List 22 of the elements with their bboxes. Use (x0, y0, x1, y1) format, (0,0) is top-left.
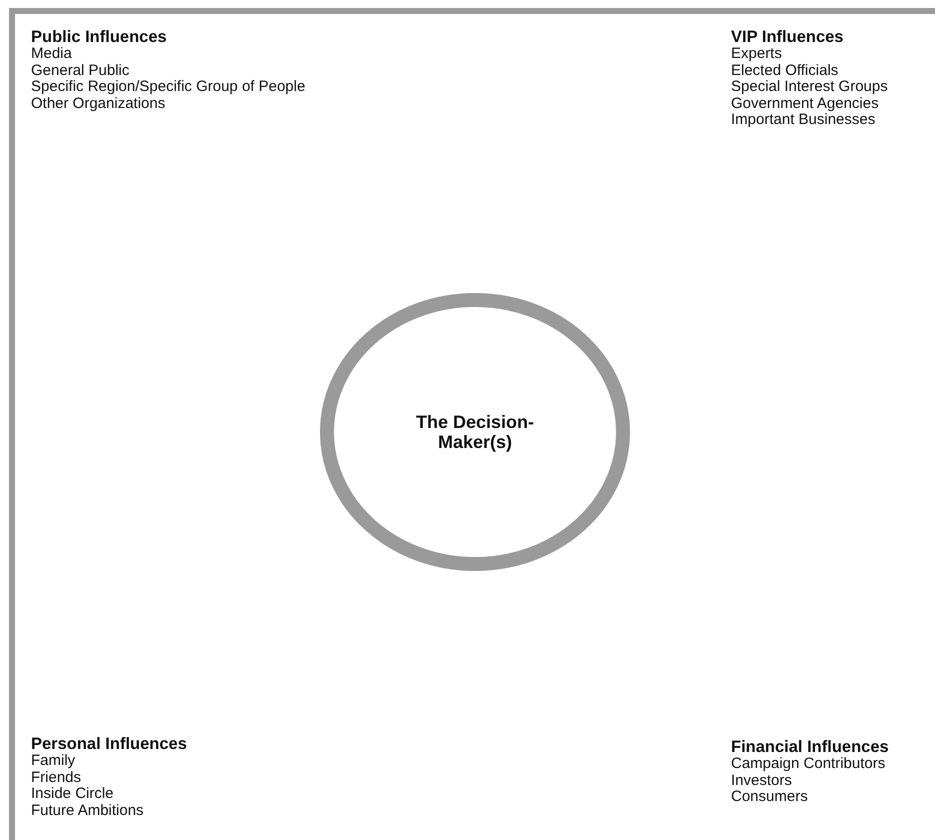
list-item: Future Ambitions (31, 802, 144, 819)
list-item: Government Agencies (731, 96, 879, 112)
list-item: Media (31, 46, 72, 62)
list-item: Friends (31, 770, 82, 786)
list-item: Elected Officials (731, 62, 838, 79)
list-item: General Public (31, 62, 130, 79)
group-heading: Public Influences (31, 29, 167, 46)
list-item: Inside Circle (31, 786, 114, 802)
list-item: Consumers (731, 789, 808, 806)
list-item: Important Businesses (731, 112, 876, 128)
group-heading: Financial Influences (731, 739, 889, 756)
list-item: Family (31, 753, 76, 770)
list-item: Other Organizations (31, 96, 166, 112)
decision-maker-circle (319, 292, 631, 572)
list-item: Specific Region/Specific Group of People (31, 79, 306, 96)
group-heading: VIP Influences (731, 29, 844, 46)
list-item: Investors (731, 772, 792, 789)
list-item: Special Interest Groups (731, 79, 888, 96)
group-heading: Personal Influences (31, 736, 187, 752)
list-item: Experts (731, 46, 782, 62)
node-label: The Decision-Maker(s) (414, 412, 536, 452)
list-item: Campaign Contributors (731, 756, 886, 772)
